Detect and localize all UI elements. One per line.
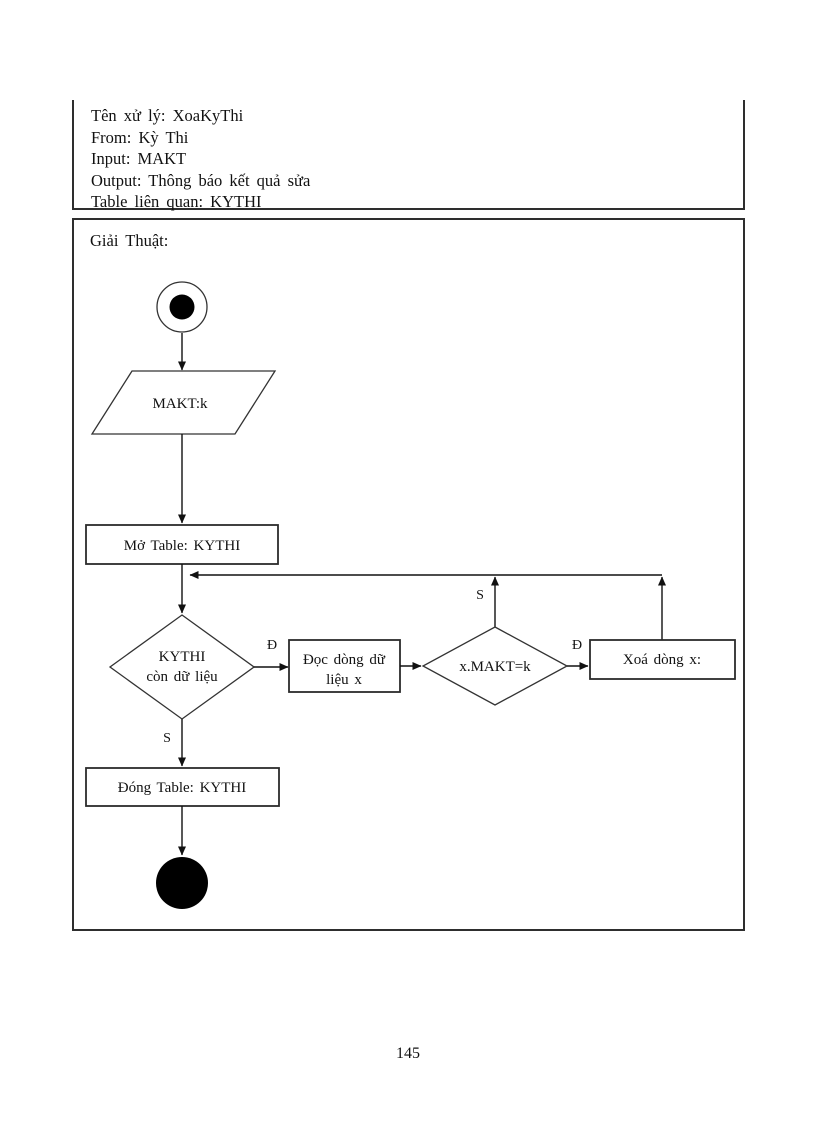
read-row-process-box [288, 639, 401, 693]
branch-label-has-data-false: S [163, 731, 171, 746]
decision-match-label: x.MAKT=k [459, 659, 531, 675]
process-header-box: Tên xử lý: XoaKyThi From: Kỳ Thi Input: … [72, 100, 745, 211]
header-line-ten-xu-ly: Tên xử lý: XoaKyThi [91, 106, 244, 125]
branch-label-has-data-true: Đ [267, 638, 277, 653]
flowchart: MAKT:k Mở Table: KYTHI S KYTHI còn dữ li… [85, 281, 736, 909]
close-table-process-box [85, 767, 280, 807]
header-line-output: Output: Thông báo kết quả sửa [91, 170, 311, 190]
end-node-circle [156, 857, 208, 909]
header-line-input: Input: MAKT [91, 149, 187, 168]
read-row-label-line2: liệu x [326, 672, 362, 688]
branch-label-match-false: S [476, 588, 484, 603]
header-line-table: Table liên quan: KYTHI [91, 192, 262, 211]
delete-row-process-box [589, 639, 736, 680]
decision-has-data-line1: KYTHI [159, 649, 206, 665]
header-line-from: From: Kỳ Thi [91, 127, 189, 147]
input-parallelogram [90, 370, 277, 435]
algorithm-box: Giải Thuật: MAKT:k Mở Table: KYTHI S KYT… [72, 218, 745, 931]
open-table-label: Mở Table: KYTHI [124, 538, 240, 554]
decision-match-diamond [421, 626, 569, 706]
input-parallelogram-label: MAKT:k [152, 396, 208, 412]
read-row-label-line1: Đọc dòng dữ [303, 652, 386, 668]
decision-has-data-line2: còn dữ liệu [146, 669, 218, 685]
close-table-label: Đóng Table: KYTHI [118, 780, 246, 796]
decision-has-data-diamond [108, 614, 256, 720]
delete-row-label: Xoá dòng x: [623, 652, 701, 668]
branch-label-match-true: Đ [572, 638, 582, 653]
start-node-inner-circle [169, 294, 195, 320]
algorithm-section-label: Giải Thuật: [90, 231, 169, 250]
page-number: 145 [396, 1045, 420, 1062]
